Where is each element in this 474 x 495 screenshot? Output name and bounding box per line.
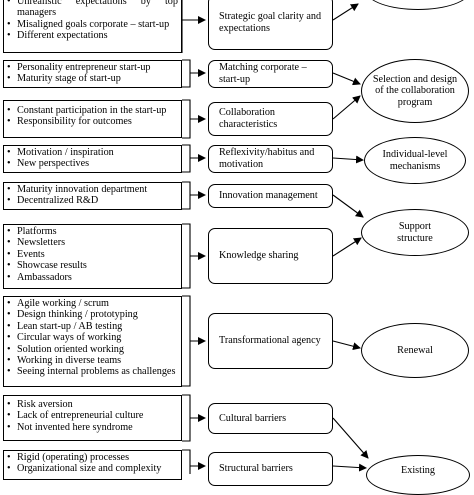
- bracket-arrow-5: [182, 181, 205, 210]
- factor-box-1: Unrealistic expectations by top managers…: [3, 0, 182, 53]
- factor-item: Maturity stage of start-up: [7, 73, 178, 85]
- mechanism-label: Transformational agency: [219, 335, 321, 347]
- factor-item: Working in diverse teams: [7, 355, 178, 367]
- factor-item: Newsletters: [7, 237, 178, 249]
- arrow-m3-o1: [332, 95, 361, 120]
- mechanism-box-strategic-goal-clarity: Strategic goal clarity and expectations: [208, 0, 333, 50]
- outcome-oval-existing: Existing: [366, 455, 470, 495]
- mechanism-label: Matching corporate – start-up: [219, 62, 307, 85]
- mechanism-box-transformational-agency: Transformational agency: [208, 313, 333, 369]
- outcome-label: Individual-level mechanisms: [382, 148, 448, 172]
- outcome-label: Renewal: [397, 344, 433, 356]
- mechanism-label: Innovation management: [219, 190, 318, 202]
- arrow-m6-o3: [332, 237, 362, 257]
- factor-box-2: Personality entrepreneur start-up Maturi…: [3, 60, 182, 88]
- outcome-label: Support structure: [397, 220, 433, 244]
- factor-item: Ambassadors: [7, 272, 178, 284]
- factor-item: Agile working / scrum: [7, 298, 178, 310]
- bracket-arrow-7: [182, 295, 205, 387]
- factor-item: Rigid (operating) processes: [7, 452, 178, 464]
- factor-box-3: Constant participation in the start-up R…: [3, 100, 182, 138]
- mechanism-box-matching: Matching corporate – start-up: [208, 60, 333, 88]
- factor-item: Events: [7, 249, 178, 261]
- factor-item: Decentralized R&D: [7, 195, 178, 207]
- mechanism-box-collaboration: Collaboration characteristics: [208, 102, 333, 136]
- mechanism-label: Reflexivity/habitus and motivation: [219, 147, 315, 170]
- arrow-m7-o4: [332, 340, 361, 351]
- mechanism-box-reflexivity: Reflexivity/habitus and motivation: [208, 145, 333, 173]
- factor-box-8: Risk aversion Lack of entrepreneurial cu…: [3, 395, 182, 441]
- arrow-m8-o5: [332, 417, 369, 459]
- factor-box-7: Agile working / scrum Design thinking / …: [3, 296, 182, 387]
- factor-item: Motivation / inspiration: [7, 147, 178, 159]
- arrow-m9-o5: [332, 463, 367, 472]
- mechanism-label: Knowledge sharing: [219, 250, 299, 262]
- factor-item: Seeing internal problems as challenges: [7, 366, 178, 378]
- factor-item: Maturity innovation department: [7, 184, 178, 196]
- bracket-arrow-9: [182, 449, 205, 474]
- factor-item: Showcase results: [7, 260, 178, 272]
- factor-box-9: Rigid (operating) processes Organization…: [3, 450, 182, 480]
- bracket-arrow-8: [182, 394, 205, 442]
- factor-item: Organizational size and complexity: [7, 463, 178, 475]
- bracket-arrow-3: [182, 99, 205, 139]
- mechanism-label: Structural barriers: [219, 463, 293, 475]
- outcome-oval-selection-design: Selection and design of the collaboratio…: [361, 59, 469, 123]
- factor-item: Constant participation in the start-up: [7, 105, 178, 117]
- outcome-oval-renewal: Renewal: [361, 323, 469, 378]
- mechanism-label: Cultural barriers: [219, 412, 287, 424]
- factor-item: Lack of entrepreneurial culture: [7, 410, 178, 422]
- factor-box-5: Maturity innovation department Decentral…: [3, 182, 182, 210]
- factor-item: Personality entrepreneur start-up: [7, 62, 178, 74]
- factor-item: New perspectives: [7, 158, 178, 170]
- factor-item: Responsibility for outcomes: [7, 116, 178, 128]
- outcome-oval-support-structure: Support structure: [361, 209, 469, 256]
- mechanism-box-innovation-management: Innovation management: [208, 184, 333, 208]
- factor-item: Lean start-up / AB testing: [7, 321, 178, 333]
- factor-box-6: Platforms Newsletters Events Showcase re…: [3, 224, 182, 289]
- factor-item: Design thinking / prototyping: [7, 309, 178, 321]
- bracket-arrow-4: [182, 144, 205, 173]
- mechanism-box-knowledge-sharing: Knowledge sharing: [208, 228, 333, 284]
- mechanism-box-cultural-barriers: Cultural barriers: [208, 403, 333, 434]
- factor-item: Risk aversion: [7, 399, 178, 411]
- factor-box-4: Motivation / inspiration New perspective…: [3, 145, 182, 173]
- mechanism-box-structural-barriers: Structural barriers: [208, 452, 333, 486]
- arrow-m2-o1: [332, 72, 361, 86]
- arrow-m1-o0: [332, 3, 359, 21]
- bracket-arrow-6: [182, 223, 205, 289]
- arrow-m5-o3: [332, 194, 364, 218]
- bracket-arrow-2: [182, 59, 205, 88]
- outcome-oval-individual-level: Individual-level mechanisms: [364, 137, 466, 184]
- factor-item: Misaligned goals corporate – start-up: [7, 19, 178, 31]
- mechanism-label: Strategic goal clarity and expectations: [219, 10, 322, 34]
- bracket-arrow-1: [181, 0, 205, 53]
- connector-arrows: [181, 0, 369, 474]
- factor-item: Unrealistic expectations by top managers: [7, 0, 178, 19]
- outcome-label: Selection and design of the collaboratio…: [372, 73, 458, 108]
- factor-item: Not invented here syndrome: [7, 422, 178, 434]
- factor-item: Circular ways of working: [7, 332, 178, 344]
- factor-item: Different expectations: [7, 30, 178, 42]
- arrow-m4-o2: [332, 155, 364, 164]
- outcome-label: Existing: [401, 465, 435, 476]
- factor-item: Solution oriented working: [7, 344, 178, 356]
- mechanism-label: Collaboration characteristics: [219, 107, 278, 130]
- factor-item: Platforms: [7, 226, 178, 238]
